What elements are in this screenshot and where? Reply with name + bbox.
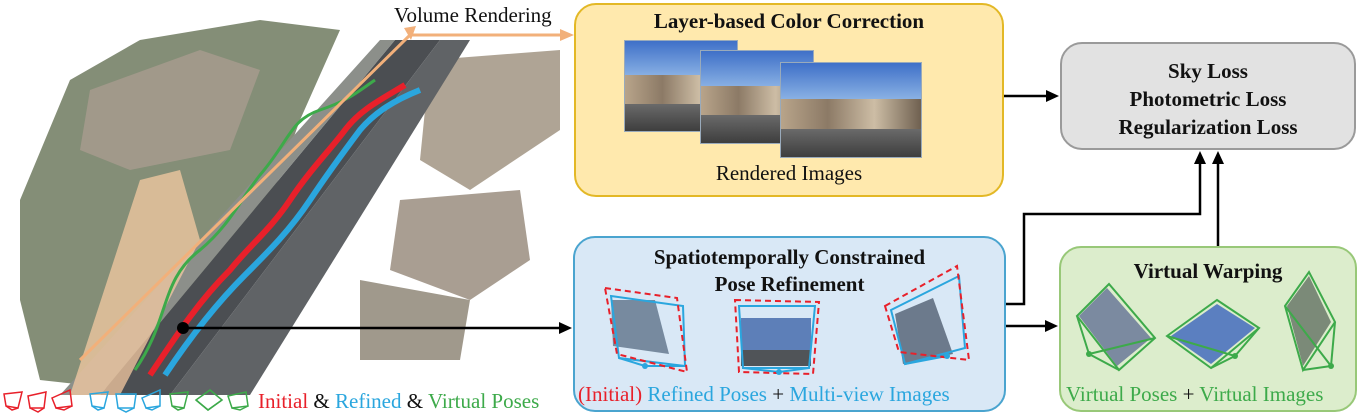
pose-caption-plus: +	[772, 382, 785, 406]
arrowhead-warp-to-loss	[1212, 151, 1224, 164]
initial-trajectory	[147, 82, 407, 377]
pose-refinement-title-line2: Pose Refinement	[714, 272, 865, 296]
point-cloud-scene	[20, 20, 574, 395]
loss-box	[1060, 42, 1356, 150]
warp-caption-images: Virtual Images	[1199, 382, 1324, 406]
road-surface	[100, 40, 440, 395]
point-cloud-houses-left	[80, 50, 260, 170]
volume-rendering-arrowhead-up	[404, 26, 416, 40]
legend-camera-icons	[3, 388, 249, 413]
pose-caption: (Initial) Refined Poses + Multi-view Ima…	[578, 382, 950, 406]
pose-caption-refined: Refined Poses	[647, 382, 767, 406]
arrowhead-color-to-loss	[1046, 90, 1059, 102]
pose-refinement-title-line1: Spatiotemporally Constrained	[653, 245, 926, 269]
rendered-image-3	[780, 62, 922, 158]
refined-trajectory	[162, 87, 422, 377]
warp-caption-plus: +	[1182, 382, 1195, 406]
regularization-loss-label: Regularization Loss	[1118, 115, 1298, 139]
virtual-trajectory	[133, 78, 376, 371]
legend-refined-camera-icons	[89, 388, 161, 413]
pose-caption-multiview: Multi-view Images	[789, 382, 950, 406]
arrowhead-pose-to-loss	[1194, 151, 1206, 164]
legend-amp-1: &	[313, 389, 330, 413]
virtual-frustum-2	[1165, 298, 1261, 370]
legend-amp-2: &	[406, 389, 424, 413]
virtual-frustum-1	[1075, 282, 1157, 372]
legend-text: Initial & Refined & Virtual Poses	[258, 389, 539, 413]
virtual-frustum-3	[1283, 270, 1337, 373]
virtual-warping-title: Virtual Warping	[1133, 259, 1283, 283]
road-surface-right	[170, 40, 470, 395]
legend-virtual-camera-icons	[169, 389, 249, 411]
pose-caption-initial: (Initial)	[578, 382, 643, 406]
warp-caption-poses: Virtual Poses	[1066, 382, 1178, 406]
sky-loss-label: Sky Loss	[1168, 59, 1248, 83]
pose-frustum-2	[733, 298, 821, 376]
arrow-pose-to-loss	[1006, 162, 1202, 306]
legend-initial-camera-icons	[3, 388, 73, 413]
arrowhead-pose-to-warp	[1045, 320, 1058, 332]
color-correction-title: Layer-based Color Correction	[653, 9, 925, 33]
volume-rendering-arrow-line-1	[78, 33, 412, 362]
pose-frustum-1	[603, 286, 689, 374]
pose-frustum-3	[883, 264, 971, 366]
legend-refined: Refined	[335, 389, 402, 413]
warp-caption: Virtual Poses + Virtual Images	[1066, 382, 1323, 406]
virtual-frusta-diagram	[1075, 270, 1337, 373]
point-cloud-houses-right-2	[390, 190, 530, 300]
pose-frusta-diagram	[603, 264, 971, 376]
arrowhead-cloud-to-pose	[559, 322, 572, 334]
volume-rendering-arrowhead-right	[560, 29, 574, 41]
point-cloud-houses-right	[420, 50, 560, 190]
volume-rendering-label: Volume Rendering	[394, 3, 552, 27]
point-cloud-houses-right-3	[360, 280, 470, 360]
legend-initial: Initial	[258, 389, 309, 413]
photometric-loss-label: Photometric Loss	[1129, 87, 1287, 111]
legend-virtual: Virtual Poses	[427, 389, 540, 413]
rendered-images-label: Rendered Images	[715, 161, 863, 185]
